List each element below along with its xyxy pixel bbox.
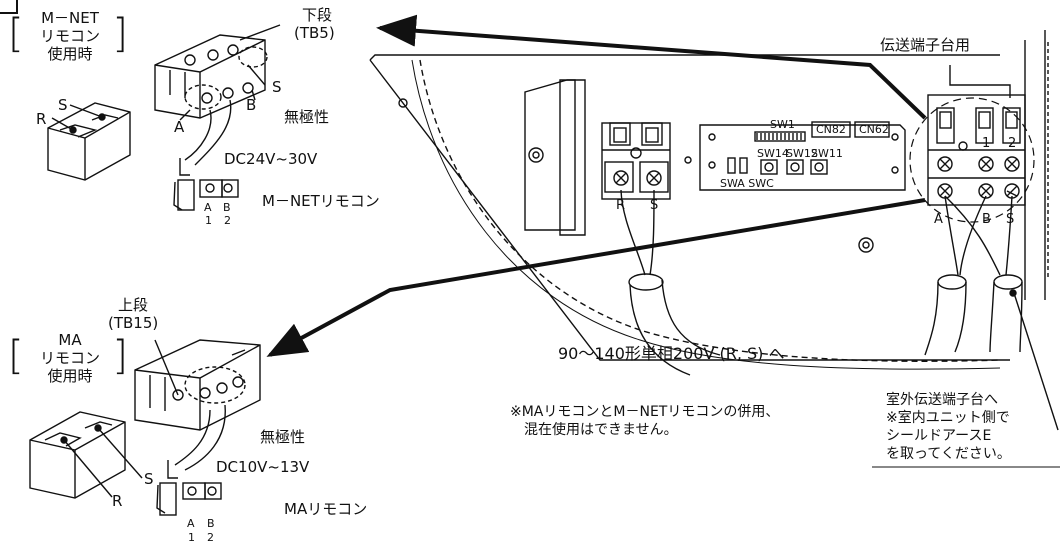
left-bracket: [ — [8, 11, 24, 57]
trans-b-label: B — [982, 212, 991, 227]
mnet-title-line2: リモコン — [39, 27, 100, 45]
mnet-remote-name: M－NETリモコン — [262, 192, 380, 210]
corner-tag — [0, 0, 18, 14]
ma-remote-pin-b: B — [207, 517, 215, 530]
right-bracket: ] — [112, 333, 128, 379]
ma-voltage-label: DC10V~13V — [216, 458, 310, 476]
ma-remote-pin-2: 2 — [207, 531, 214, 544]
mnet-pin-a-label: A — [174, 118, 185, 136]
mnet-remote-connector — [173, 179, 239, 211]
ma-terminal-block — [134, 339, 261, 479]
ma-terminal-label-line2: (TB15) — [108, 314, 159, 332]
mnet-pin-s-label: S — [272, 78, 282, 96]
board-sw1-label: SW1 — [770, 118, 795, 131]
ma-terminal-label-line1: 上段 — [118, 296, 149, 314]
mnet-terminal-block — [154, 24, 281, 176]
power-r-label: R — [616, 198, 626, 213]
warning-line2: 混在使用はできません。 — [524, 422, 678, 438]
transmission-block-label: 伝送端子台用 — [880, 36, 971, 54]
mnet-cover-s-label: S — [58, 96, 68, 114]
board-swa-swc-label: SWA SWC — [720, 177, 774, 190]
mnet-terminal-label-line2: (TB5) — [294, 24, 335, 42]
ma-title-line2: リモコン — [39, 349, 100, 367]
power-cable — [620, 189, 721, 376]
trans-1-label: 1 — [982, 136, 991, 151]
ma-remote-pin-1: 1 — [188, 531, 195, 544]
ma-remote-name: MAリモコン — [284, 500, 368, 518]
ma-title: [ MA リモコン 使用時 ] — [8, 330, 128, 390]
mnet-nonpolar-label: 無極性 — [284, 108, 330, 126]
right-bracket: ] — [112, 11, 128, 57]
outdoor-line1: 室外伝送端子台へ — [886, 392, 998, 408]
indoor-unit-panel — [369, 30, 1049, 370]
power-supply-caption: 90～140形単相200V (R, S) へ — [558, 344, 785, 363]
trans-a-label: A — [934, 212, 943, 227]
mnet-cover-r-label: R — [36, 110, 47, 128]
mnet-cover — [47, 102, 131, 181]
board-sw11-label: SW11 — [811, 147, 843, 160]
transmission-terminal-block — [909, 65, 1035, 223]
ma-nonpolar-label: 無極性 — [260, 428, 306, 446]
warning-line1: ※MAリモコンとM－NETリモコンの併用、 — [510, 404, 780, 420]
control-board — [699, 121, 906, 191]
power-s-label: S — [650, 198, 659, 213]
mnet-remote-pin-a: A — [204, 201, 212, 214]
mnet-remote-pin-b: B — [223, 201, 231, 214]
outdoor-line2: ※室内ユニット側で — [886, 410, 1010, 426]
ma-remote-pin-a: A — [187, 517, 195, 530]
power-terminal-block — [601, 122, 671, 200]
mnet-title-line1: M－NET — [41, 9, 99, 27]
trans-2-label: 2 — [1008, 136, 1017, 151]
left-bracket: [ — [8, 333, 24, 379]
mnet-remote-pin-2: 2 — [224, 214, 231, 227]
mnet-title: [ M－NET リモコン 使用時 ] — [8, 8, 128, 68]
mnet-terminal-label-line1: 下段 — [302, 6, 333, 24]
outdoor-line3: シールドアースE — [886, 428, 992, 444]
trans-s-label: S — [1006, 212, 1015, 227]
ma-title-line1: MA — [58, 331, 82, 349]
board-cn62-label: CN62 — [859, 123, 889, 136]
board-cn82-label: CN82 — [816, 123, 846, 136]
transmission-cables — [924, 195, 1059, 431]
ma-title-line3: 使用時 — [47, 367, 93, 385]
callout-arrows — [266, 14, 927, 357]
ma-cover-r-label: R — [112, 492, 123, 510]
mnet-title-line3: 使用時 — [47, 45, 93, 63]
ma-remote-connector — [156, 482, 222, 516]
outdoor-line4: を取ってください。 — [886, 446, 1011, 462]
mnet-pin-b-label: B — [246, 96, 257, 114]
board-sw14-label: SW14 — [757, 147, 789, 160]
mnet-remote-pin-1: 1 — [205, 214, 212, 227]
ma-cover-s-label: S — [144, 470, 154, 488]
board-sw12-label: SW12 — [786, 147, 818, 160]
ma-cover — [29, 411, 143, 499]
mnet-voltage-label: DC24V~30V — [224, 150, 318, 168]
